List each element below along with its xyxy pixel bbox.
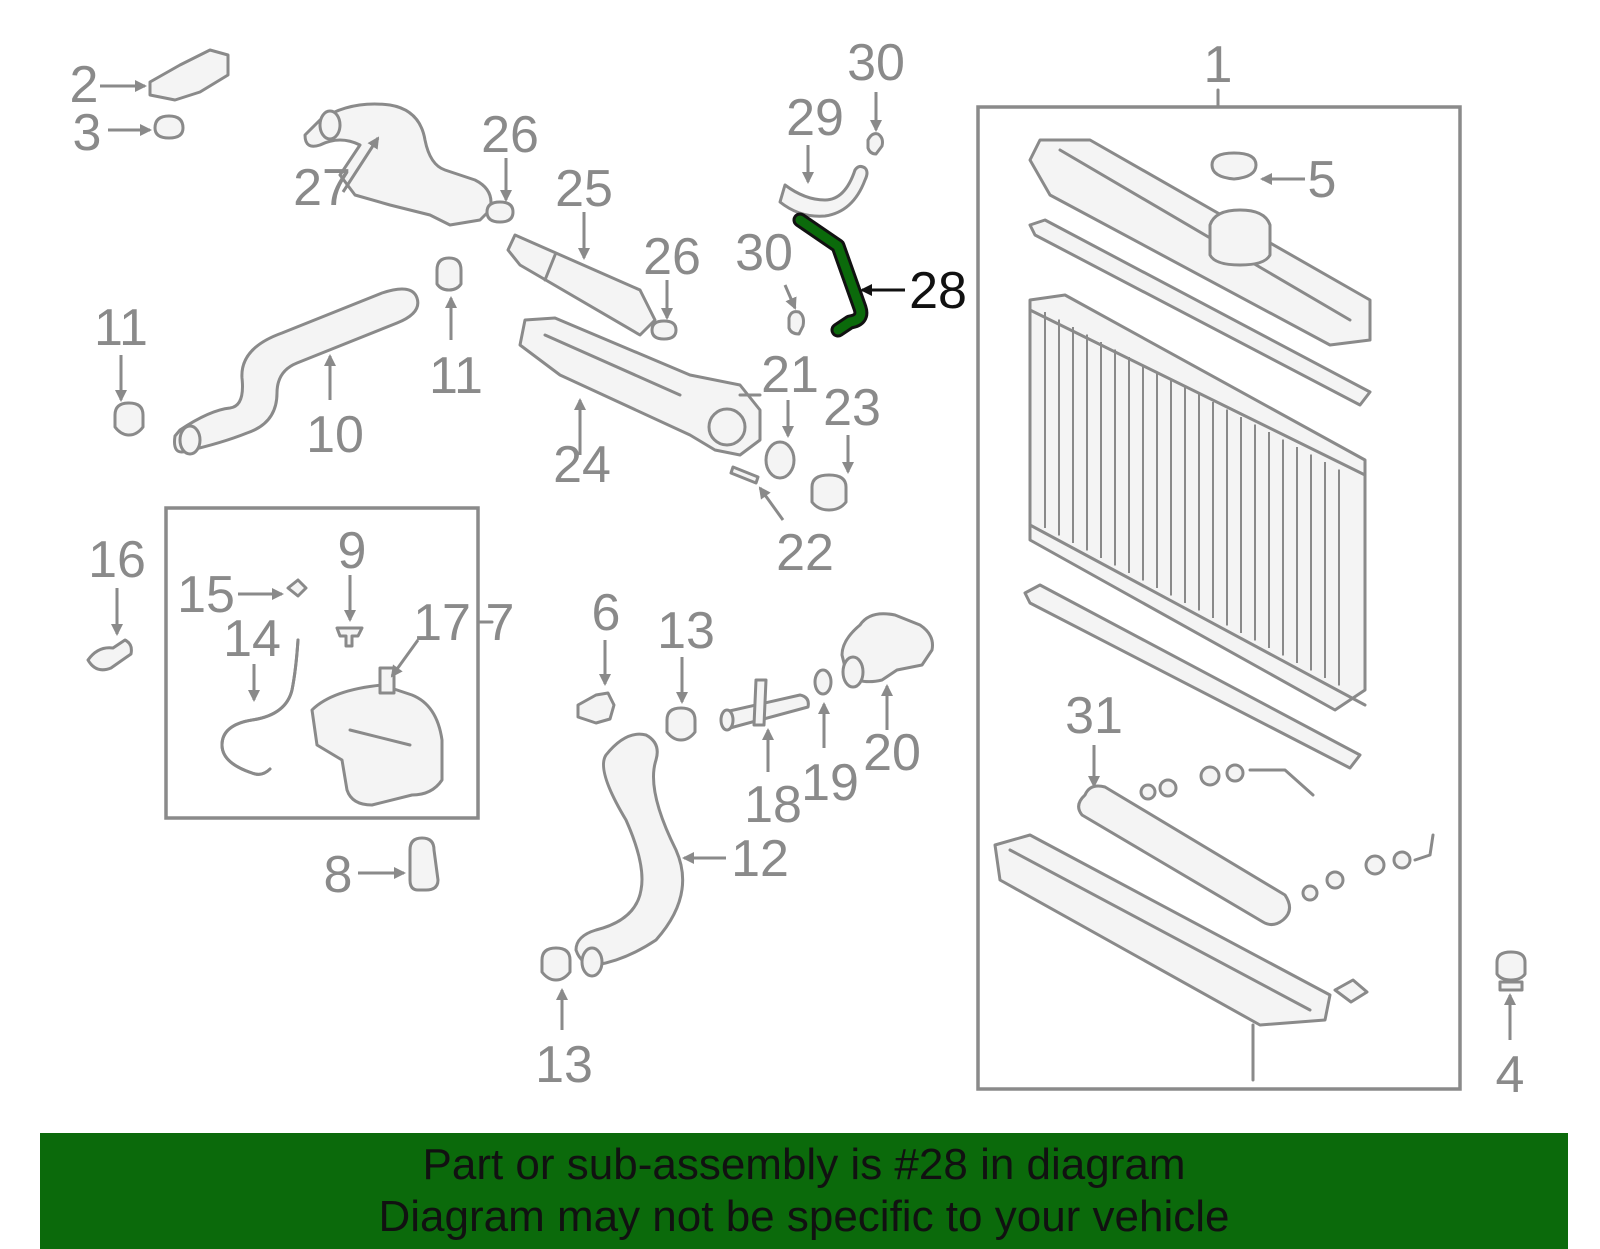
clip-15 (286, 578, 308, 598)
water-inlet-20 (840, 612, 934, 689)
coolant-reservoir-17 (310, 666, 444, 807)
part-label-7[interactable]: 7 (486, 594, 515, 652)
water-outlet-27 (303, 102, 493, 227)
part-label-18[interactable]: 18 (744, 776, 802, 834)
part-label-16[interactable]: 16 (88, 531, 146, 589)
part-label-3[interactable]: 3 (73, 104, 102, 162)
part-label-4[interactable]: 4 (1496, 1046, 1525, 1104)
clamp-13-upper (665, 706, 697, 742)
part-label-23[interactable]: 23 (823, 379, 881, 437)
radiator-upper-hose-10 (173, 287, 420, 456)
info-banner: Part or sub-assembly is #28 in diagram D… (40, 1133, 1568, 1249)
reservoir-assembly-group: 7 15 9 14 17 (164, 506, 515, 820)
radiator-upper-gasket (1028, 218, 1372, 407)
radiator-upper-tank (1028, 138, 1372, 347)
radiator-lower-gasket (1023, 583, 1362, 770)
o-ring-19 (813, 668, 833, 696)
part-label-30b[interactable]: 30 (735, 224, 793, 282)
part-label-15[interactable]: 15 (177, 566, 235, 624)
sensor-23 (810, 473, 848, 512)
part-label-20[interactable]: 20 (863, 724, 921, 782)
clamp-11-upper (435, 256, 463, 292)
part-label-10[interactable]: 10 (306, 406, 364, 464)
radiator-lower-tank (993, 833, 1369, 1082)
clamp-26-top (485, 200, 515, 224)
part-label-29[interactable]: 29 (786, 89, 844, 147)
part-label-31[interactable]: 31 (1065, 687, 1123, 745)
part-label-13b[interactable]: 13 (535, 1036, 593, 1094)
clamp-11-left (113, 401, 145, 437)
part-label-17[interactable]: 17 (413, 594, 471, 652)
part-label-19[interactable]: 19 (801, 754, 859, 812)
part-label-5[interactable]: 5 (1308, 151, 1337, 209)
water-pipe-18 (719, 678, 810, 732)
part-label-21[interactable]: 21 (761, 346, 819, 404)
part-label-25[interactable]: 25 (555, 160, 613, 218)
gasket-21 (764, 440, 796, 480)
clamp-13-lower (540, 946, 572, 982)
radiator-assembly-group: 1 5 (976, 36, 1462, 1091)
radiator-cap (1210, 151, 1258, 181)
drain-cock (1495, 950, 1527, 992)
radiator-lower-hose-12 (574, 732, 685, 978)
grommet-3 (153, 114, 185, 140)
clip-30-mid (787, 310, 805, 336)
part-label-1[interactable]: 1 (1204, 36, 1233, 94)
drain-plug-6 (576, 691, 616, 725)
part-label-8[interactable]: 8 (324, 846, 353, 904)
clamp-26-lower (650, 319, 678, 341)
banner-line-part: Part or sub-assembly is #28 in diagram (422, 1140, 1186, 1189)
part-label-11a[interactable]: 11 (94, 299, 148, 357)
part-label-28[interactable]: 28 (909, 262, 967, 320)
hose-29 (778, 164, 869, 218)
part-label-26b[interactable]: 26 (643, 228, 701, 286)
part-label-9[interactable]: 9 (338, 522, 367, 580)
part-label-6[interactable]: 6 (592, 584, 621, 642)
cap-9 (335, 626, 364, 648)
reservoir-assembly-frame (164, 506, 480, 820)
part-label-14[interactable]: 14 (223, 610, 281, 668)
radiator-core (1028, 293, 1367, 712)
part-label-11b[interactable]: 11 (429, 347, 483, 405)
part-label-12[interactable]: 12 (731, 830, 789, 888)
banner-line-disclaimer: Diagram may not be specific to your vehi… (378, 1192, 1230, 1241)
part-label-27[interactable]: 27 (293, 159, 351, 217)
part-label-13a[interactable]: 13 (657, 602, 715, 660)
part-label-22[interactable]: 22 (776, 524, 834, 582)
stud-22 (729, 465, 760, 485)
bypass-hose-25 (506, 233, 657, 337)
part-label-30a[interactable]: 30 (847, 34, 905, 92)
clamp-16 (86, 638, 133, 672)
oil-cooler (1077, 763, 1435, 927)
part-label-26a[interactable]: 26 (481, 106, 539, 164)
part-label-2[interactable]: 2 (70, 56, 99, 114)
bracket-8 (408, 836, 440, 892)
bracket-2 (148, 48, 230, 102)
water-inlet-housing-24 (518, 316, 762, 457)
clip-30-top (866, 132, 884, 156)
part-label-24[interactable]: 24 (553, 436, 611, 494)
highlighted-hose-28[interactable] (792, 212, 869, 338)
